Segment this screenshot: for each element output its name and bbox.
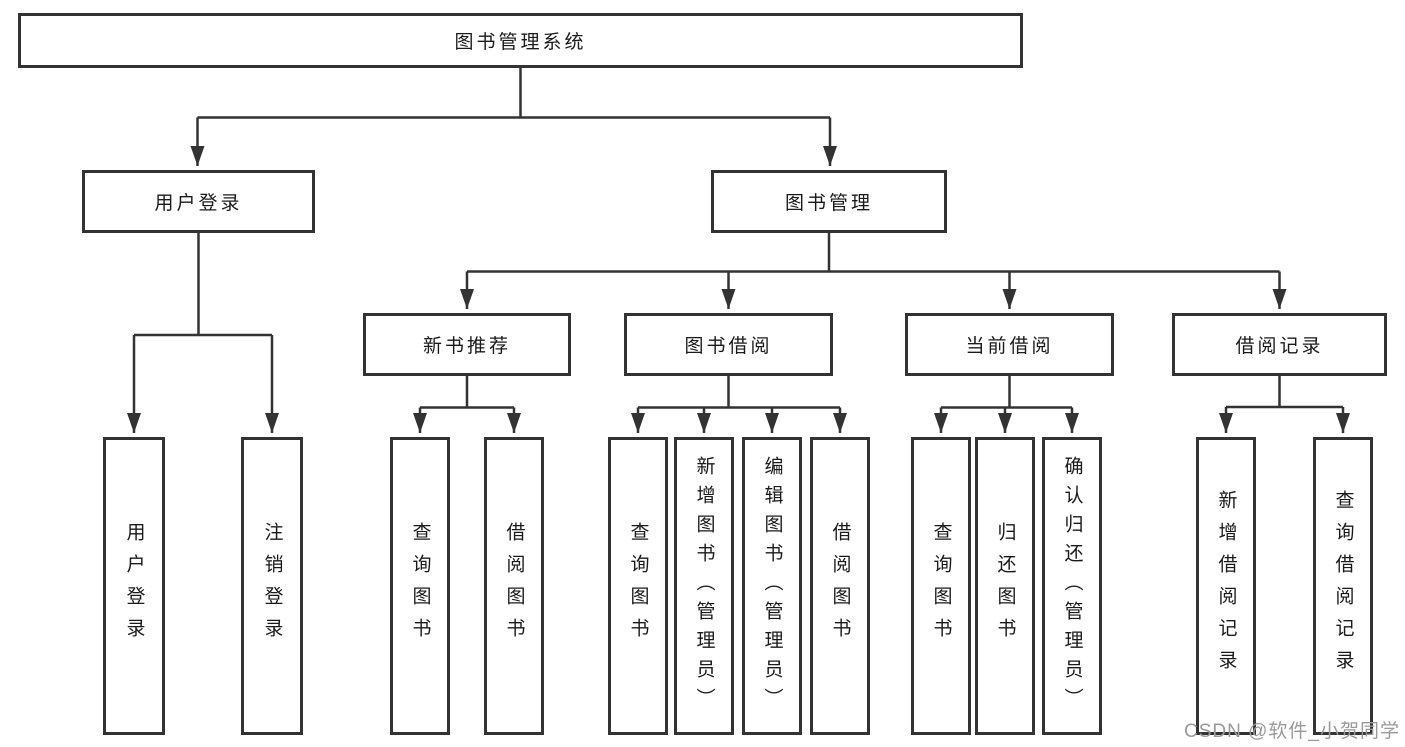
node-book-borrow-label: 图书借阅 (684, 336, 773, 357)
node-new-books: 新书推荐 (363, 313, 571, 376)
leaf-confirm-return-admin: 确认归还（管理员） (1042, 437, 1102, 735)
leaf-return-books: 归还图书 (975, 437, 1035, 735)
node-book-borrow: 图书借阅 (624, 313, 833, 376)
csdn-watermark: CSDN @软件_小贺同学 (1184, 721, 1400, 742)
connector-current-borrow (934, 376, 1079, 433)
leaf-query-books-new: 查询图书 (390, 437, 450, 735)
node-current-borrow-label: 当前借阅 (965, 336, 1054, 357)
connector-root (190, 68, 837, 166)
node-root-system: 图书管理系统 (18, 13, 1023, 68)
leaf-query-books-current-label: 查询图书 (930, 522, 952, 650)
leaf-add-borrow-record: 新增借阅记录 (1196, 437, 1256, 735)
leaf-user-login: 用户登录 (103, 437, 165, 735)
node-borrow-records-label: 借阅记录 (1235, 336, 1324, 357)
leaf-query-books-borrow-label: 查询图书 (627, 522, 649, 650)
leaf-borrow-books-label: 借阅图书 (829, 522, 851, 650)
node-book-mgmt: 图书管理 (711, 170, 947, 233)
leaf-logout: 注销登录 (241, 437, 303, 735)
leaf-add-books-admin: 新增图书（管理员） (674, 437, 734, 735)
leaf-add-borrow-record-label: 新增借阅记录 (1215, 490, 1237, 682)
leaf-borrow-books: 借阅图书 (810, 437, 870, 735)
connector-borrow-records (1219, 376, 1350, 433)
leaf-logout-label: 注销登录 (261, 522, 283, 650)
leaf-return-books-label: 归还图书 (994, 522, 1016, 650)
node-root-label: 图书管理系统 (454, 32, 587, 53)
leaf-add-books-admin-label: 新增图书（管理员） (693, 455, 715, 717)
connector-user-login (127, 233, 279, 433)
leaf-query-borrow-record-label: 查询借阅记录 (1332, 490, 1354, 682)
leaf-borrow-books-new-label: 借阅图书 (503, 522, 525, 650)
leaf-edit-books-admin-label: 编辑图书（管理员） (761, 455, 783, 717)
node-new-books-label: 新书推荐 (422, 336, 511, 357)
node-user-login: 用户登录 (82, 170, 315, 233)
node-current-borrow: 当前借阅 (905, 313, 1114, 376)
leaf-edit-books-admin: 编辑图书（管理员） (742, 437, 802, 735)
connector-new-books (413, 376, 521, 433)
node-book-mgmt-label: 图书管理 (784, 193, 873, 214)
leaf-borrow-books-new: 借阅图书 (484, 437, 544, 735)
leaf-query-books-current: 查询图书 (911, 437, 971, 735)
connector-book-mgmt (460, 233, 1287, 309)
leaf-confirm-return-admin-label: 确认归还（管理员） (1061, 455, 1083, 717)
leaf-query-books-new-label: 查询图书 (409, 522, 431, 650)
node-borrow-records: 借阅记录 (1172, 313, 1387, 376)
leaf-query-borrow-record: 查询借阅记录 (1313, 437, 1373, 735)
leaf-user-login-label: 用户登录 (123, 522, 145, 650)
leaf-query-books-borrow: 查询图书 (608, 437, 668, 735)
node-user-login-label: 用户登录 (154, 193, 243, 214)
connector-book-borrow (631, 376, 847, 433)
